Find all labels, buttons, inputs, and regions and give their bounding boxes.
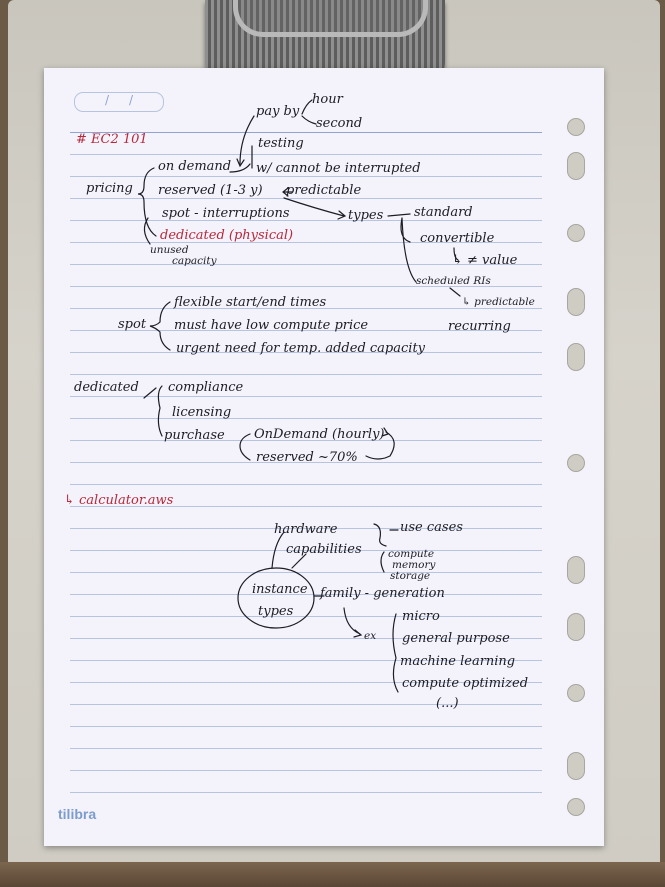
note-on-demand: on demand [158, 159, 232, 174]
binder-hole [567, 118, 585, 136]
binder-hole [567, 454, 585, 472]
rule-line [70, 154, 542, 155]
note-licensing: licensing [172, 405, 232, 420]
note-use-cases: use cases [400, 520, 463, 535]
note-dedicated-physical: dedicated (physical) [160, 228, 294, 243]
rule-line [70, 770, 542, 771]
rule-line [70, 352, 542, 353]
rule-line [70, 572, 542, 573]
rule-line [70, 330, 542, 331]
rule-line [70, 748, 542, 749]
note-dedicated: dedicated [74, 380, 139, 395]
notebook-page: / / pay by hour second # EC2 101 testing… [44, 68, 604, 846]
note-memory: memory [392, 559, 436, 571]
note-capabilities: capabilities [286, 542, 362, 557]
rule-line [70, 462, 542, 463]
table-surface [0, 862, 665, 887]
rule-line [70, 198, 542, 199]
brand-logo: tilibra [58, 806, 97, 822]
note-standard: standard [414, 205, 473, 220]
date-slash: / [105, 93, 110, 107]
page-title: # EC2 101 [76, 132, 148, 147]
binder-hole [567, 343, 585, 371]
note-unused: unused [150, 244, 189, 256]
binder-hole [567, 752, 585, 780]
note-hour: hour [312, 92, 343, 107]
note-second: second [316, 116, 363, 131]
note-value: ↳ ≠ value [452, 253, 518, 268]
rule-line [70, 132, 542, 133]
binder-hole [567, 798, 585, 816]
binder-hole [567, 224, 585, 242]
rule-line [70, 792, 542, 793]
rule-line [70, 220, 542, 221]
note-storage: storage [390, 570, 431, 582]
rule-line [70, 308, 542, 309]
note-instance: instance [252, 582, 308, 597]
note-predictable2: ↳ predictable [462, 296, 535, 308]
note-types: types [348, 208, 384, 223]
rule-line [70, 242, 542, 243]
note-types2: types [258, 604, 294, 619]
rule-line [70, 396, 542, 397]
note-compute-optimized: compute optimized [402, 676, 529, 691]
date-box: / / [74, 92, 164, 112]
note-cannot-interrupt: w/ cannot be interrupted [256, 161, 421, 176]
rule-line [70, 374, 542, 375]
binder-hole [567, 556, 585, 584]
note-scheduled-ris: scheduled RIs [416, 275, 491, 287]
note-machine-learning: machine learning [400, 654, 516, 669]
note-spot: spot [118, 317, 147, 332]
rule-line [70, 286, 542, 287]
note-general-purpose: general purpose [402, 631, 510, 646]
rule-line [70, 484, 542, 485]
binder-hole [567, 288, 585, 316]
note-purchase: purchase [164, 428, 225, 443]
note-pricing: pricing [86, 181, 133, 196]
note-convertible: convertible [420, 231, 495, 246]
note-predictable: predictable [286, 183, 362, 198]
note-pay-by: pay by [256, 104, 300, 119]
note-testing: testing [258, 136, 304, 151]
rule-line [70, 616, 542, 617]
rule-line [70, 528, 542, 529]
binder-hole [567, 613, 585, 641]
binder-hole [567, 684, 585, 702]
note-compute: compute [388, 548, 435, 560]
clipboard-clip-ring [233, 0, 428, 37]
rule-line [70, 704, 542, 705]
note-calculator: ↳ calculator.aws [64, 493, 174, 508]
note-low-price: must have low compute price [174, 318, 369, 333]
note-family-generation: family - generation [320, 586, 445, 601]
note-capacity: capacity [172, 255, 217, 267]
note-spot-interruptions: spot - interruptions [162, 206, 290, 221]
rule-line [70, 264, 542, 265]
binder-hole [567, 152, 585, 180]
rule-line [70, 418, 542, 419]
rule-line [70, 682, 542, 683]
rule-line [70, 638, 542, 639]
note-compliance: compliance [168, 380, 244, 395]
rule-line [70, 176, 542, 177]
date-slash: / [129, 93, 134, 107]
note-urgent: urgent need for temp. added capacity [176, 341, 426, 356]
note-ex: ex [364, 630, 377, 642]
note-hardware: hardware [274, 522, 338, 537]
note-micro: micro [402, 609, 440, 624]
rule-line [70, 660, 542, 661]
note-ellipsis: (...) [436, 696, 459, 711]
note-flexible: flexible start/end times [174, 295, 327, 310]
note-reserved-70: reserved ~70% [256, 450, 358, 465]
rule-line [70, 440, 542, 441]
rule-line [70, 506, 542, 507]
note-recurring: recurring [448, 319, 511, 334]
note-reserved: reserved (1-3 y) [158, 183, 263, 198]
rule-line [70, 550, 542, 551]
rule-line [70, 726, 542, 727]
note-ondemand-hourly: OnDemand (hourly) [254, 427, 385, 442]
